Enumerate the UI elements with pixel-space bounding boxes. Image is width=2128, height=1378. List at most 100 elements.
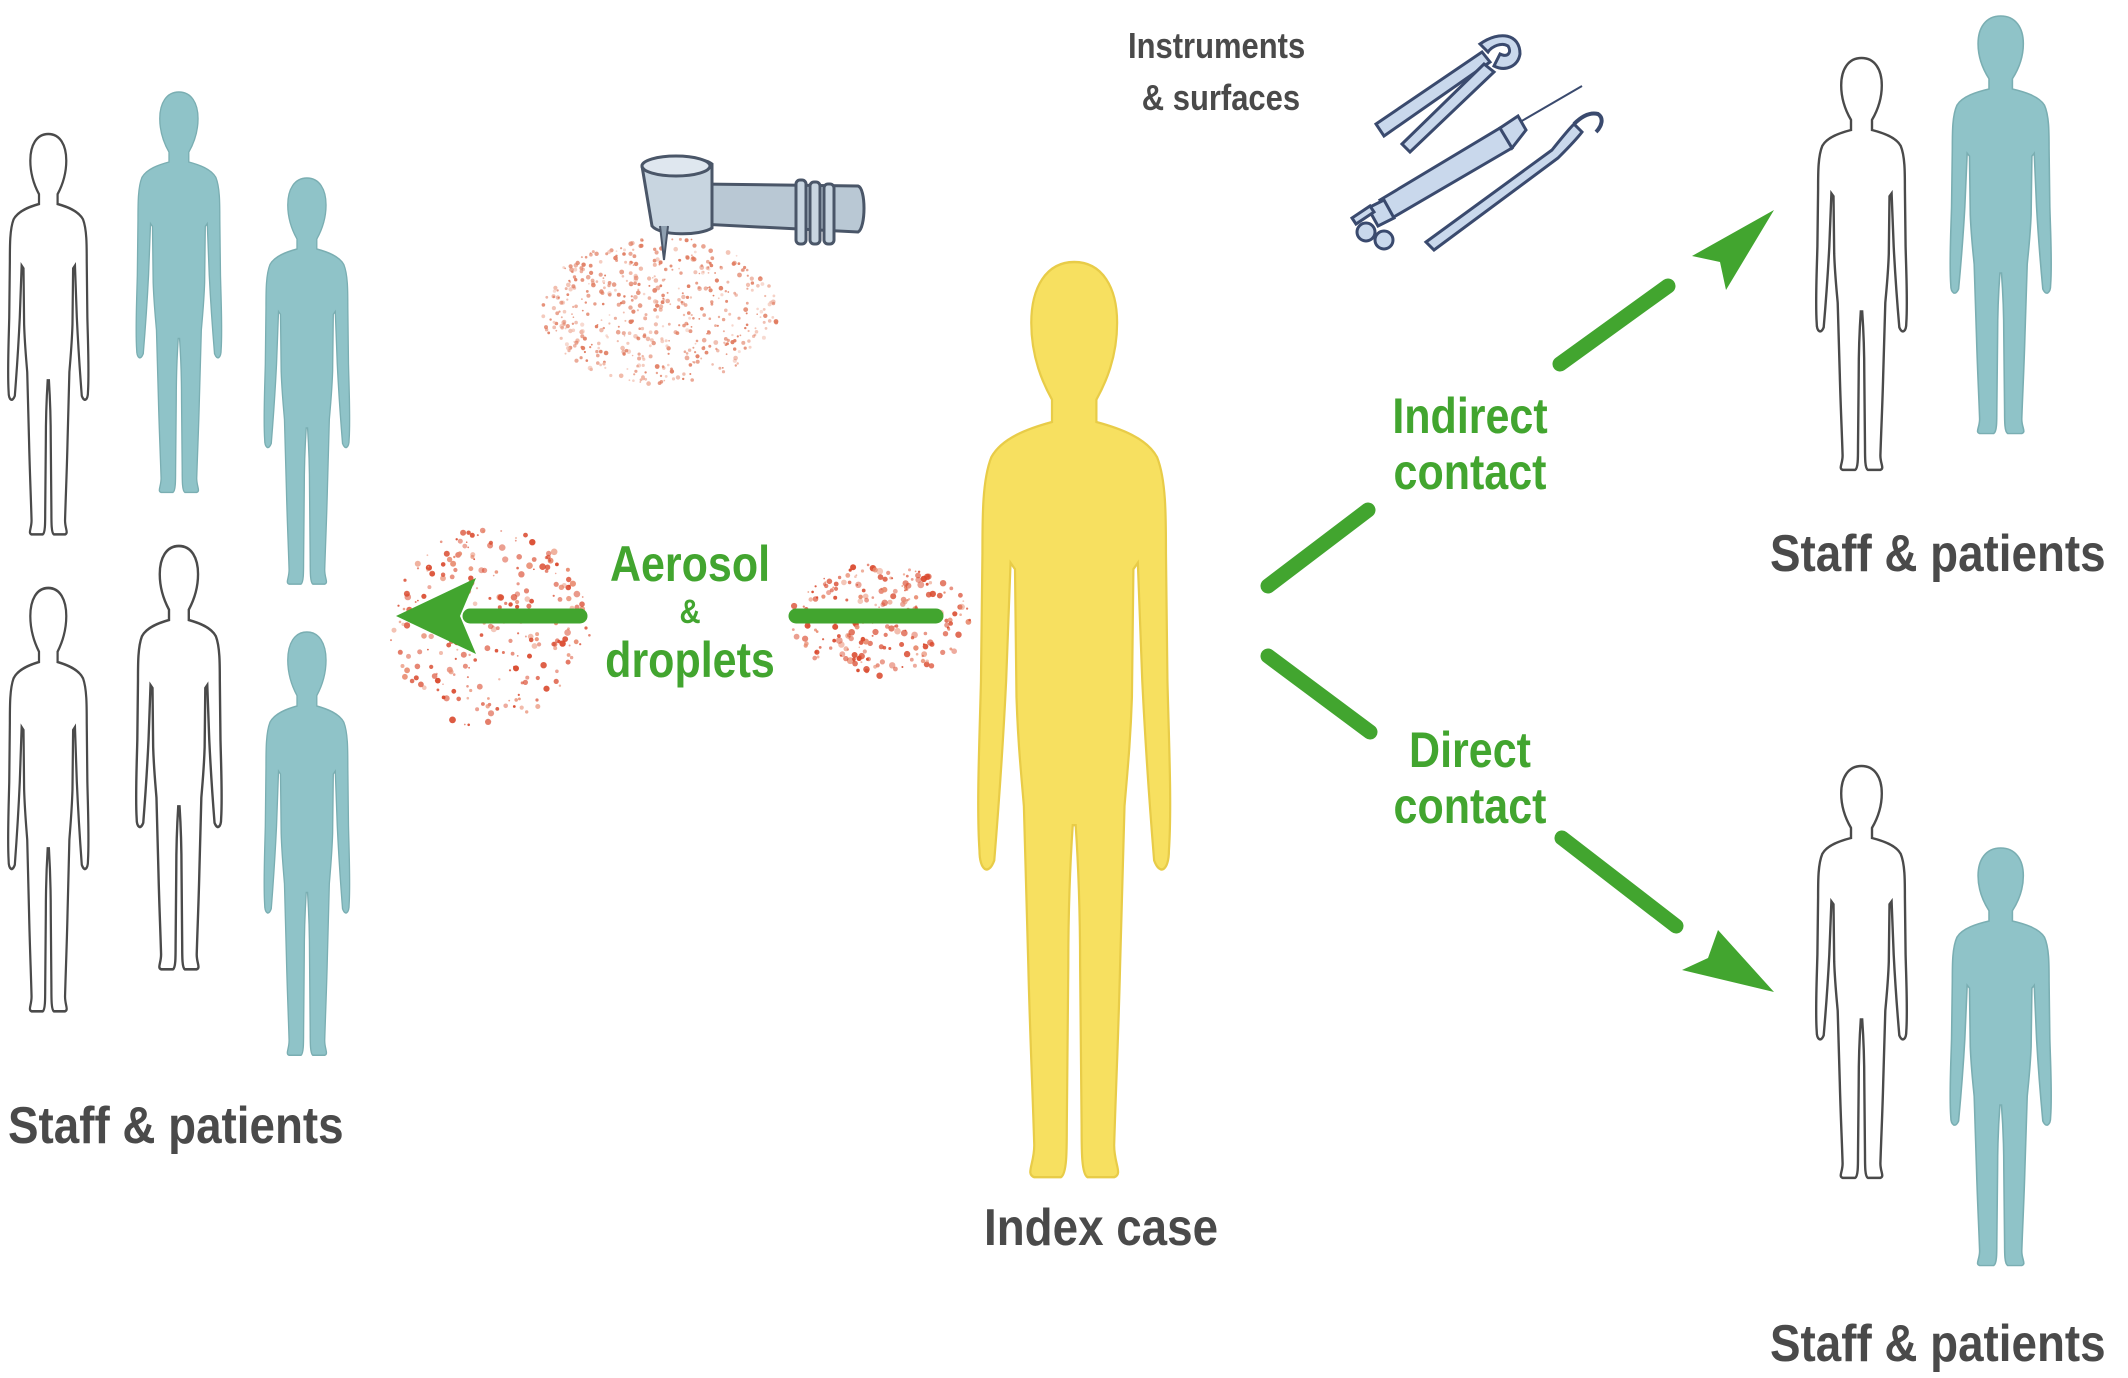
particle [598, 272, 603, 277]
particle [628, 271, 633, 275]
particle [614, 288, 617, 292]
particle [750, 288, 754, 292]
particle [418, 681, 424, 688]
particle [698, 272, 701, 275]
particle [551, 306, 557, 311]
particle [555, 562, 559, 567]
outline-person-figure [6, 586, 90, 1013]
particle [698, 318, 701, 320]
dental-probe-icon [1423, 111, 1604, 252]
particle [845, 598, 849, 602]
particle [514, 539, 517, 542]
particle [648, 344, 652, 348]
particle [902, 580, 909, 587]
particle [643, 333, 647, 337]
particle [724, 290, 727, 293]
particle [754, 327, 757, 330]
particle [767, 319, 772, 323]
particle [431, 673, 438, 679]
particle [568, 644, 571, 647]
particle [745, 268, 749, 272]
particle [623, 248, 626, 252]
instruments-label-line1: Instruments [1128, 25, 1306, 66]
particle [525, 710, 529, 714]
particle [557, 296, 560, 299]
particle [457, 538, 463, 544]
extraction-forceps-icon [1373, 34, 1522, 155]
particle [431, 570, 433, 573]
particle [637, 282, 641, 286]
particle [771, 301, 776, 306]
indirect-contact-label: Indirect contact [1358, 388, 1582, 500]
particle [443, 550, 450, 557]
particle [620, 247, 623, 250]
particle [746, 274, 749, 277]
particle [636, 364, 639, 368]
particle [562, 309, 567, 314]
particle [708, 317, 712, 321]
particle [585, 359, 589, 362]
particle [604, 274, 607, 277]
particle [733, 291, 737, 295]
particle [748, 345, 752, 349]
particle [606, 335, 609, 339]
particle [468, 566, 474, 572]
particle [682, 377, 685, 381]
particle [579, 601, 585, 607]
particle [850, 564, 857, 571]
particle [588, 263, 593, 268]
particle [726, 280, 730, 284]
particle [717, 297, 720, 300]
particle [856, 583, 859, 586]
particle [568, 328, 573, 334]
particle [725, 342, 729, 346]
indirect-contact-arrow [1260, 210, 1774, 594]
particle [466, 676, 469, 679]
particle [460, 529, 467, 536]
particle [568, 287, 573, 292]
particle [864, 668, 870, 674]
particle [876, 567, 884, 575]
particle [637, 303, 643, 308]
particle [669, 264, 673, 268]
particle [579, 266, 584, 271]
particle [908, 568, 911, 572]
particle [579, 643, 582, 646]
particle [469, 532, 475, 538]
particle [637, 288, 640, 291]
particle [470, 552, 476, 558]
particle [653, 275, 656, 278]
particle [725, 299, 729, 303]
particle [664, 375, 668, 378]
particle [468, 666, 470, 669]
particle [871, 596, 875, 599]
particle [902, 599, 908, 605]
particle [621, 275, 625, 278]
particle [700, 264, 704, 267]
particle [508, 699, 511, 702]
particle [690, 238, 693, 241]
particle [832, 638, 837, 643]
particle [529, 598, 534, 604]
direct-contact-label: Direct contact [1358, 722, 1582, 834]
particle [913, 645, 919, 651]
particle [630, 240, 635, 246]
particle [585, 274, 591, 280]
particle [854, 575, 857, 578]
particle [726, 338, 730, 342]
particle [673, 246, 678, 252]
particle [535, 675, 540, 681]
particle [671, 268, 674, 271]
particle [632, 254, 637, 259]
particle [874, 603, 877, 607]
particle [555, 329, 558, 332]
particle [564, 287, 568, 291]
particle [545, 554, 551, 560]
particle [580, 278, 585, 282]
particle [637, 356, 642, 361]
particle [682, 372, 686, 376]
particle [531, 557, 537, 562]
particle [636, 336, 641, 341]
particle [628, 305, 633, 310]
particle [693, 361, 696, 364]
